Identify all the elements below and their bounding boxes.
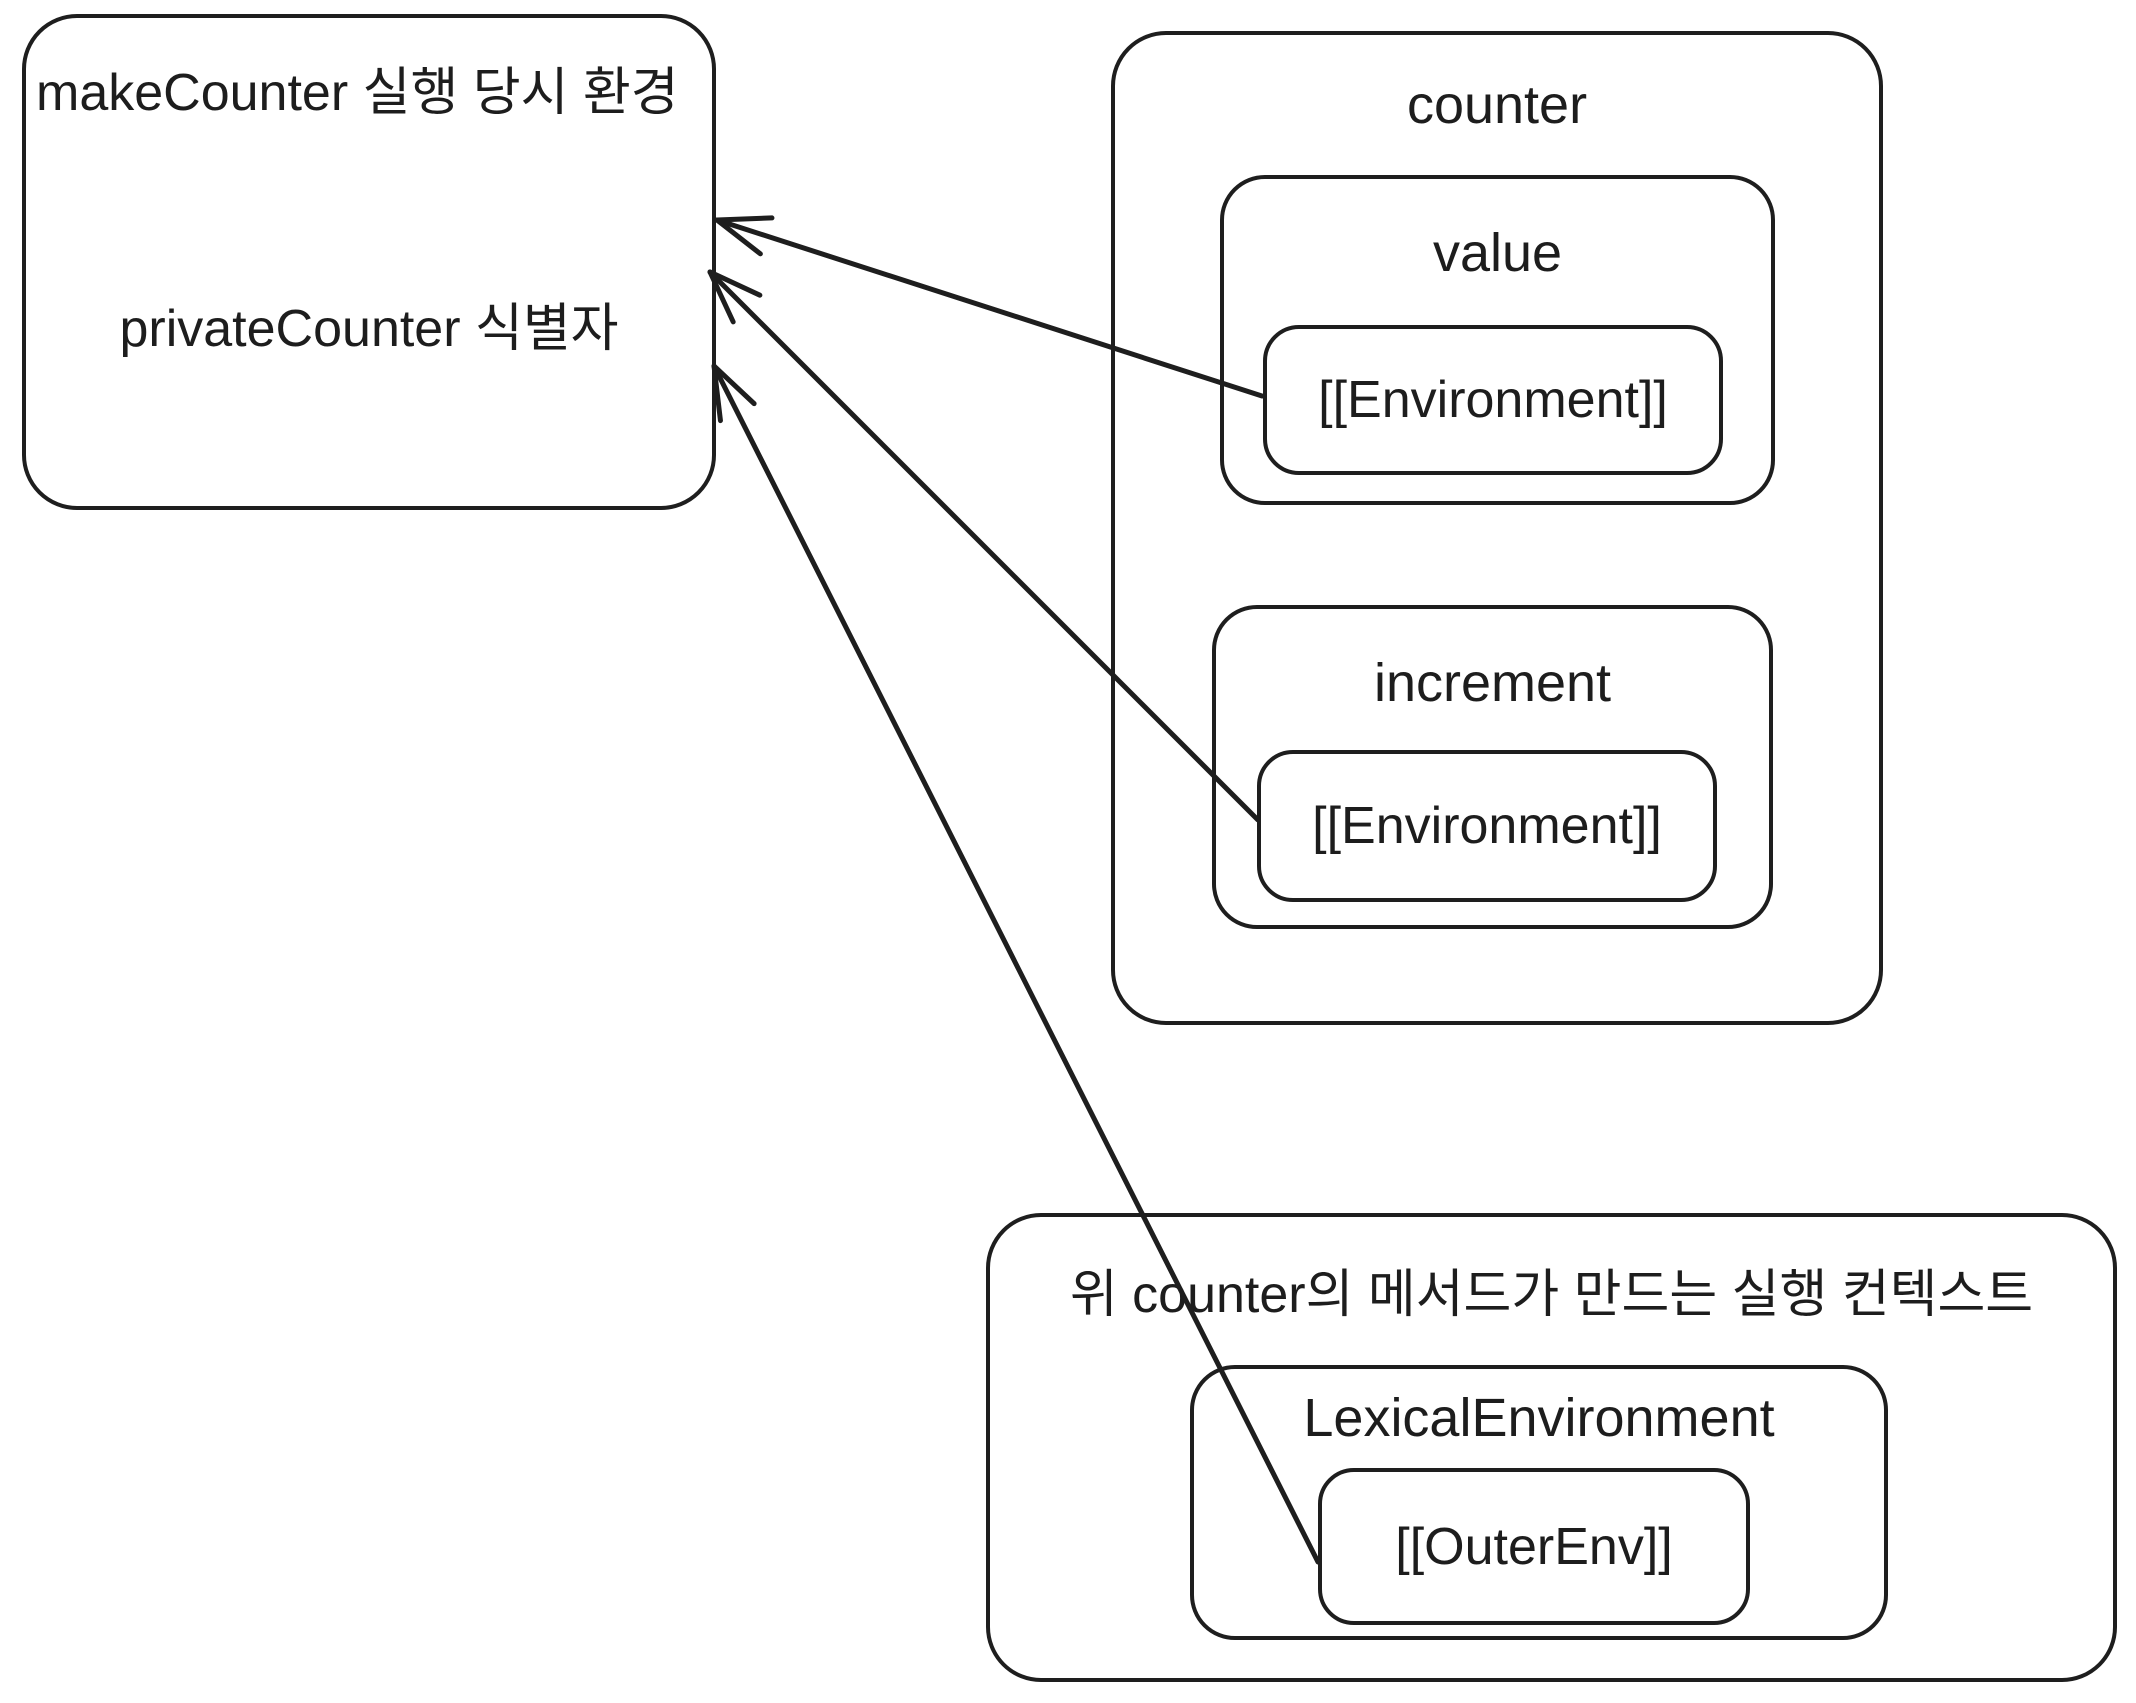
outer-env-box: [[OuterEnv]] — [1318, 1468, 1750, 1625]
lexical-environment-title: LexicalEnvironment — [1303, 1388, 1775, 1448]
value-environment-box: [[Environment]] — [1263, 325, 1723, 475]
counter-title: counter — [1406, 75, 1588, 135]
value-title: value — [1432, 223, 1563, 283]
make-counter-env-title: makeCounter 실행 당시 환경 — [36, 64, 679, 122]
increment-title: increment — [1373, 653, 1612, 713]
execution-context-title: 위 counter의 메서드가 만드는 실행 컨텍스트 — [1069, 1266, 2034, 1324]
private-counter-identifier-label: privateCounter 식별자 — [119, 300, 619, 358]
increment-environment-box: [[Environment]] — [1257, 750, 1717, 902]
make-counter-env-box — [22, 14, 716, 510]
